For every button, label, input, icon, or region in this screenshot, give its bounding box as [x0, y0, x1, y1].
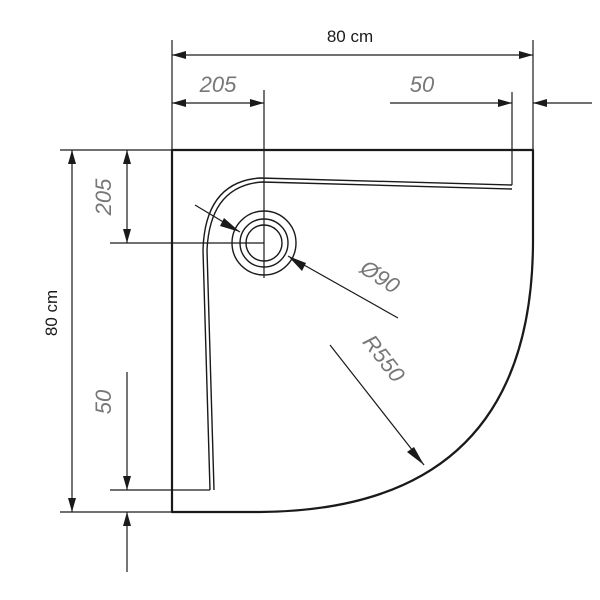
- drain-offset-y-label: 205: [91, 178, 116, 216]
- rim-offset-y-dimension: [110, 372, 210, 572]
- left-height-label: 80 cm: [42, 290, 61, 336]
- rim-offset-x-label: 50: [410, 72, 435, 97]
- drain-offset-y-dimension: [123, 150, 131, 243]
- tray-outer-outline: [170, 148, 535, 514]
- radius-label: R550: [358, 330, 411, 387]
- top-width-dimension: [171, 40, 534, 150]
- rim-offset-y-label: 50: [91, 389, 116, 414]
- left-height-dimension: [60, 149, 172, 513]
- drain-offset-x-dimension: [172, 99, 264, 107]
- diameter-leader: [194, 204, 399, 319]
- radius-leader: [329, 344, 425, 466]
- tray-inner-rim: [202, 177, 513, 491]
- top-width-label: 80 cm: [327, 27, 373, 46]
- drain-diameter-label: Ø90: [355, 254, 405, 299]
- rim-offset-x-dimension: [390, 92, 592, 185]
- drain-offset-x-label: 205: [199, 72, 237, 97]
